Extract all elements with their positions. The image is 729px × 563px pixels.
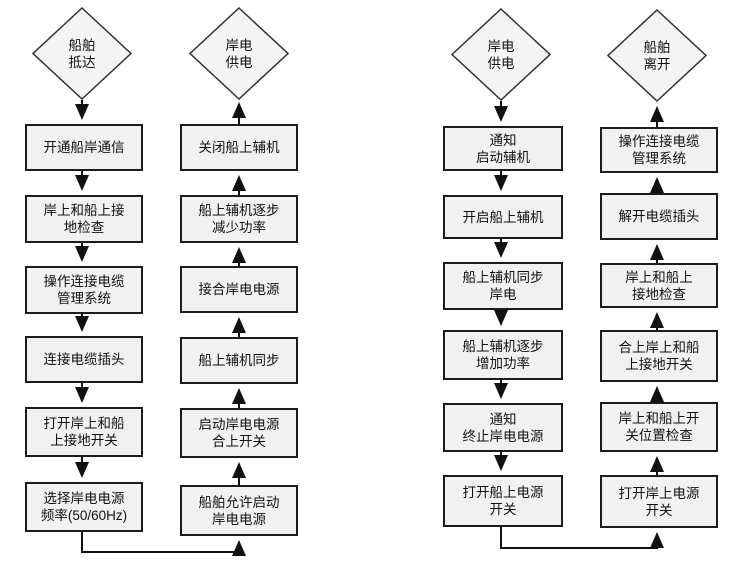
step-open-ship-power-switch: 打开船上电源 开关 (443, 475, 563, 527)
step-label: 解开电缆插头 (618, 209, 700, 224)
step-auxiliary-sync-shore-power: 船上辅机同步 岸电 (443, 262, 563, 310)
step-close-grounding-switches: 合上岸上和船 上接地开关 (600, 330, 718, 382)
step-label: 打开岸上电源 开关 (618, 485, 700, 518)
step-label: 开启船上辅机 (462, 209, 544, 225)
node-ship-departure: 船舶 离开 (607, 9, 707, 102)
step-label: 岸上和船上 接地检查 (625, 269, 693, 302)
diamond-shape (607, 9, 707, 102)
step-operate-cable-management-system-departure: 操作连接电缆 管理系统 (600, 127, 718, 173)
diamond-shape (32, 7, 132, 100)
node-label: 船舶 离开 (643, 39, 671, 72)
diamond-shape (451, 8, 551, 101)
step-label: 选择岸电电源 频率(50/60Hz) (40, 491, 128, 523)
step-label: 通知 终止岸电电源 (462, 411, 544, 444)
step-label: 船上辅机同步 岸电 (462, 270, 544, 302)
step-label: 船上辅机同步 (198, 353, 280, 368)
node-label: 船舶 抵达 (68, 37, 96, 70)
step-label: 操作连接电缆 管理系统 (43, 274, 125, 306)
step-label: 连接电缆插头 (43, 352, 125, 367)
step-ship-permit-start-shore-power: 船舶允许启动 岸电电源 (180, 485, 298, 536)
node-ship-arrival: 船舶 抵达 (32, 7, 132, 100)
step-open-grounding-switches: 打开岸上和船 上接地开关 (25, 407, 143, 457)
step-label: 合上岸上和船 上接地开关 (618, 340, 700, 372)
step-operate-cable-management-system: 操作连接电缆 管理系统 (25, 266, 143, 314)
step-open-ship-shore-communication: 开通船岸通信 (25, 124, 143, 171)
step-shore-ship-grounding-check: 岸上和船上接 地检查 (25, 195, 143, 243)
step-connect-cable-plug: 连接电缆插头 (25, 336, 143, 383)
step-label: 船上辅机逐步 减少功率 (198, 203, 280, 235)
step-engage-shore-power: 接合岸电电源 (180, 266, 298, 313)
step-select-shore-power-frequency: 选择岸电电源 频率(50/60Hz) (25, 482, 143, 532)
node-label: 岸电 供电 (225, 37, 253, 70)
step-start-ship-auxiliary: 开启船上辅机 (443, 195, 563, 239)
step-switch-position-check: 岸上和船上开 关位置检查 (600, 402, 718, 452)
node-shore-power-supply: 岸电 供电 (451, 8, 551, 101)
step-label: 打开岸上和船 上接地开关 (43, 416, 125, 448)
step-shut-down-ship-auxiliary: 关闭船上辅机 (180, 124, 298, 171)
step-label: 启动岸电电源 合上开关 (198, 417, 280, 449)
step-auxiliary-increase-power: 船上辅机逐步 增加功率 (443, 330, 563, 380)
step-grounding-check-departure: 岸上和船上 接地检查 (600, 263, 718, 308)
step-start-shore-power-close-switch: 启动岸电电源 合上开关 (180, 408, 298, 458)
step-label: 岸上和船上开 关位置检查 (618, 411, 700, 443)
step-notify-terminate-shore-power: 通知 终止岸电电源 (443, 403, 563, 452)
node-label: 岸电 供电 (487, 38, 515, 71)
step-label: 船上辅机逐步 增加功率 (462, 339, 544, 371)
step-notify-start-auxiliary: 通知 启动辅机 (443, 126, 563, 171)
step-label: 岸上和船上接 地检查 (43, 203, 125, 235)
step-label: 操作连接电缆 管理系统 (618, 134, 700, 166)
step-label: 船舶允许启动 岸电电源 (198, 494, 280, 527)
node-shore-power-on: 岸电 供电 (189, 7, 289, 100)
step-label: 关闭船上辅机 (198, 140, 280, 155)
step-label: 打开船上电源 开关 (462, 485, 544, 517)
step-ship-auxiliary-synchronize: 船上辅机同步 (180, 337, 298, 384)
step-open-shore-power-switch: 打开岸上电源 开关 (600, 475, 718, 528)
step-label: 开通船岸通信 (43, 140, 125, 155)
diamond-shape (189, 7, 289, 100)
step-label: 通知 启动辅机 (476, 132, 530, 165)
step-auxiliary-reduce-power: 船上辅机逐步 减少功率 (180, 195, 298, 243)
step-label: 接合岸电电源 (198, 282, 280, 297)
step-disconnect-cable-plug: 解开电缆插头 (600, 193, 718, 240)
